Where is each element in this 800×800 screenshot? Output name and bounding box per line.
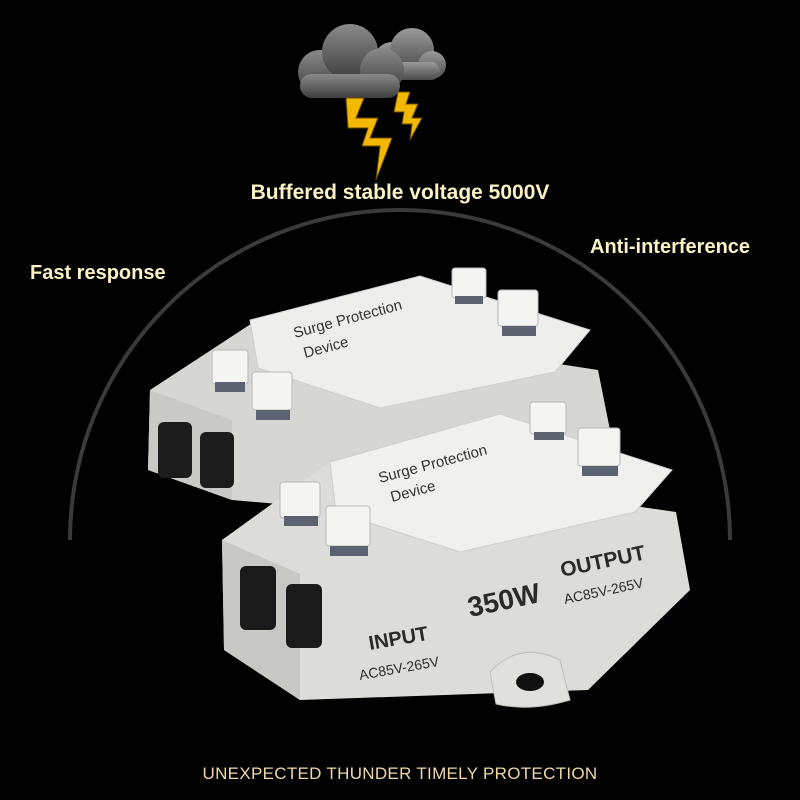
tagline: UNEXPECTED THUNDER TIMELY PROTECTION [202,764,598,783]
power-rating: 350W [465,577,544,623]
feature-fast-response: Fast response [30,262,166,284]
feature-voltage: Buffered stable voltage 5000V [250,181,550,204]
input-range: AC85V-265V [358,653,441,683]
input-label: INPUT [367,623,430,655]
feature-anti-interference: Anti-interference [590,236,751,258]
